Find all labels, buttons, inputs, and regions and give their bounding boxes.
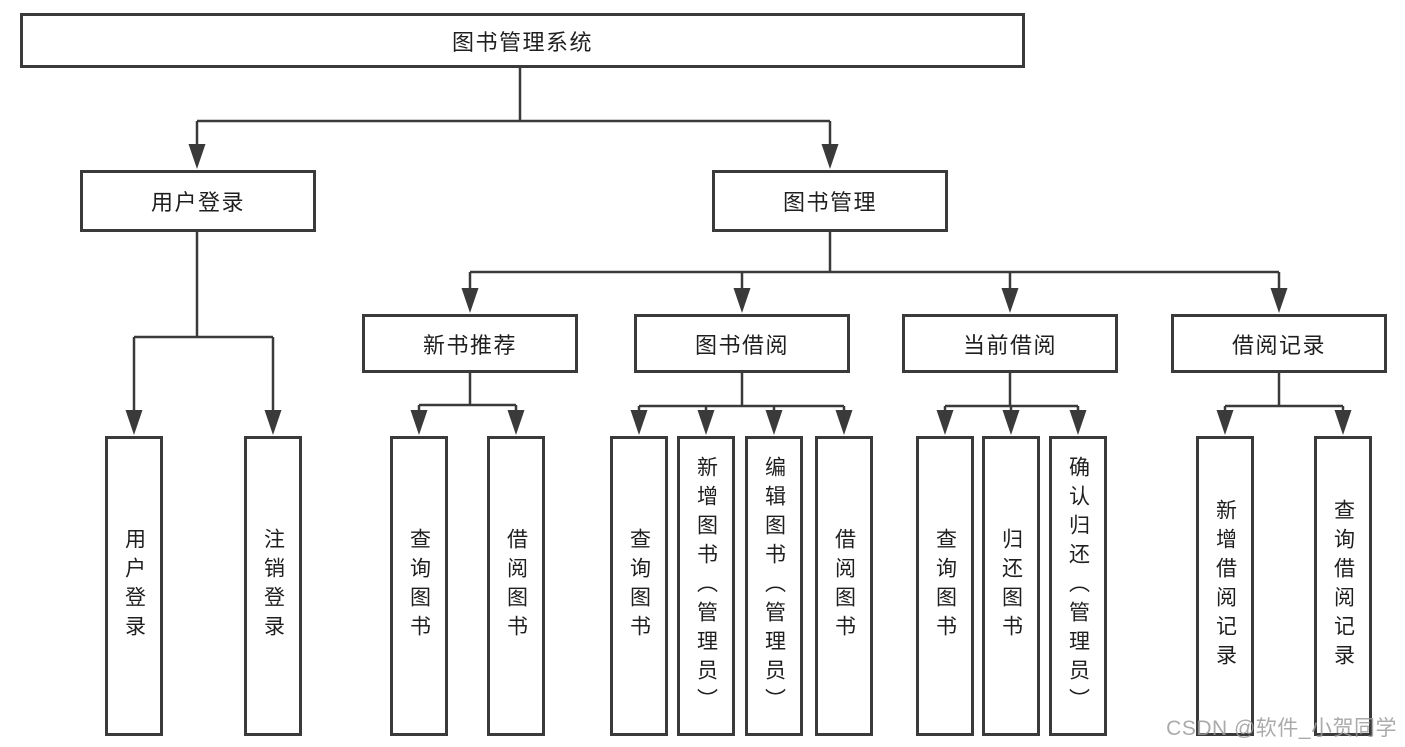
node-label: 用户登录 — [150, 190, 245, 215]
leaf-user-login: 用户登录 — [105, 436, 163, 736]
leaf-edit-books-admin: 编辑图书（管理员） — [745, 436, 803, 736]
node-user-login: 用户登录 — [80, 170, 316, 232]
leaf-add-borrow-record: 新增借阅记录 — [1196, 436, 1254, 736]
node-label: 用户登录 — [122, 528, 146, 644]
leaf-add-books-admin: 新增图书（管理员） — [677, 436, 735, 736]
node-label: 借阅记录 — [1231, 332, 1326, 358]
node-label: 新增借阅记录 — [1213, 499, 1237, 673]
node-label: 确认归还（管理员） — [1066, 455, 1090, 717]
node-library-management-system: 图书管理系统 — [20, 13, 1025, 68]
node-label: 查询图书 — [933, 528, 957, 644]
node-label: 图书管理 — [782, 190, 877, 215]
node-label: 查询借阅记录 — [1331, 499, 1355, 673]
leaf-query-books-recommendation: 查询图书 — [390, 436, 448, 736]
node-label: 图书借阅 — [694, 332, 789, 358]
arrowheads — [125, 144, 1352, 435]
node-new-book-recommendation: 新书推荐 — [362, 314, 578, 373]
leaf-borrow-books-recommendation: 借阅图书 — [487, 436, 545, 736]
leaf-query-books-current: 查询图书 — [916, 436, 974, 736]
node-label: 当前借阅 — [962, 332, 1057, 358]
node-label: 查询图书 — [407, 528, 431, 644]
node-label: 借阅图书 — [832, 528, 856, 644]
leaf-query-borrow-record: 查询借阅记录 — [1314, 436, 1372, 736]
leaf-borrow-books: 借阅图书 — [815, 436, 873, 736]
leaf-query-books-borrowing: 查询图书 — [610, 436, 668, 736]
leaf-return-books: 归还图书 — [982, 436, 1040, 736]
node-label: 图书管理系统 — [451, 29, 593, 55]
node-label: 归还图书 — [999, 528, 1023, 644]
node-label: 新增图书（管理员） — [694, 455, 718, 717]
node-label: 编辑图书（管理员） — [762, 455, 786, 717]
node-label: 新书推荐 — [422, 332, 517, 358]
node-label: 借阅图书 — [504, 528, 528, 644]
node-book-management: 图书管理 — [712, 170, 948, 232]
node-current-borrowing: 当前借阅 — [902, 314, 1118, 373]
node-book-borrowing: 图书借阅 — [634, 314, 850, 373]
leaf-logout: 注销登录 — [244, 436, 302, 736]
node-label: 查询图书 — [627, 528, 651, 644]
node-label: 注销登录 — [261, 528, 285, 644]
node-borrowing-records: 借阅记录 — [1171, 314, 1387, 373]
csdn-watermark: CSDN @软件_小贺同学 — [1166, 717, 1397, 740]
leaf-confirm-return-admin: 确认归还（管理员） — [1049, 436, 1107, 736]
